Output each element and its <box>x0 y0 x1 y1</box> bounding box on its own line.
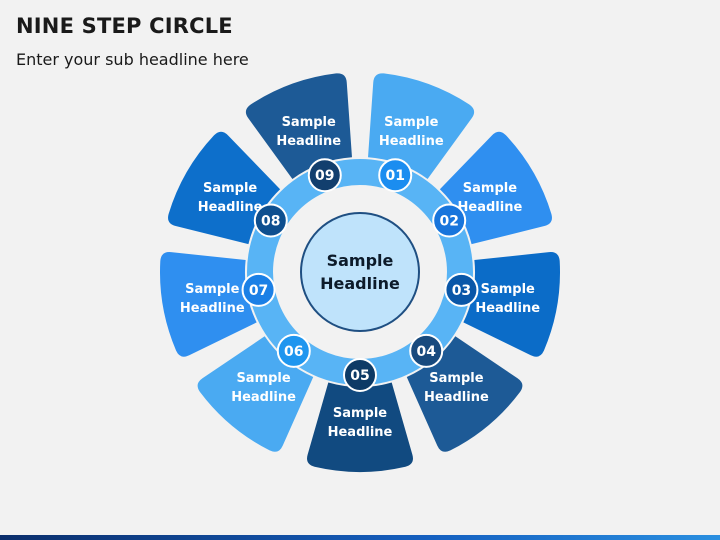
step-label-line1: Sample <box>333 406 387 421</box>
step-label-line2: Headline <box>198 200 263 215</box>
page-title: NINE STEP CIRCLE <box>16 14 233 38</box>
step-segment-shape <box>307 382 413 473</box>
step-badge-06: 06 <box>276 333 311 368</box>
step-badge-05: 05 <box>343 358 377 392</box>
footer-bar <box>0 535 720 540</box>
step-badge-08: 08 <box>253 203 288 238</box>
step-badge-01: 01 <box>378 158 413 193</box>
step-label-line2: Headline <box>379 134 444 149</box>
step-segment-shape <box>463 252 560 357</box>
step-badge-circle <box>276 333 311 368</box>
step-badge-circle <box>444 272 479 307</box>
page-subtitle: Enter your sub headline here <box>16 50 249 69</box>
step-label-line1: Sample <box>185 282 239 297</box>
step-badge-circle <box>253 203 288 238</box>
step-badge-circle <box>378 158 413 193</box>
step-segment-shape <box>168 131 281 245</box>
step-label-line1: Sample <box>463 181 517 196</box>
step-label-line2: Headline <box>424 390 489 405</box>
step-number: 05 <box>350 368 369 384</box>
step-badge-circle <box>409 333 444 368</box>
step-badge-circle <box>241 272 276 307</box>
step-label-line2: Headline <box>231 390 296 405</box>
step-badge-03: 03 <box>444 272 479 307</box>
step-segment-shape <box>197 336 314 452</box>
step-label-line1: Sample <box>236 371 290 386</box>
step-segment-shape <box>368 73 475 179</box>
step-segment-shape <box>159 252 257 357</box>
step-segment-shape <box>245 73 352 179</box>
center-label-line1: Sample <box>327 251 394 270</box>
step-label-line1: Sample <box>384 115 438 130</box>
step-segment-shape <box>406 336 523 452</box>
step-number: 01 <box>385 168 404 184</box>
step-badge-circle <box>307 158 342 193</box>
step-label-line1: Sample <box>203 181 257 196</box>
step-badge-07: 07 <box>241 272 276 307</box>
step-badge-circle <box>432 203 467 238</box>
center-hub: Sample Headline <box>300 212 420 332</box>
step-label-line1: Sample <box>429 371 483 386</box>
step-number: 02 <box>439 214 458 230</box>
step-number: 06 <box>284 344 303 360</box>
step-badge-04: 04 <box>409 333 444 368</box>
step-label-line1: Sample <box>481 282 535 297</box>
step-label-line2: Headline <box>180 301 245 316</box>
step-label-line2: Headline <box>328 425 393 440</box>
step-segment-shape <box>439 131 552 245</box>
step-number: 08 <box>261 214 280 230</box>
step-number: 09 <box>315 168 334 184</box>
step-number: 03 <box>452 283 471 299</box>
step-number: 07 <box>249 283 268 299</box>
center-label-line2: Headline <box>320 274 400 293</box>
step-badge-circle <box>343 358 377 392</box>
center-circle <box>300 212 420 332</box>
step-label-line2: Headline <box>475 301 540 316</box>
step-badge-09: 09 <box>307 158 342 193</box>
step-label-line1: Sample <box>282 115 336 130</box>
step-badge-02: 02 <box>432 203 467 238</box>
step-label-line2: Headline <box>276 134 341 149</box>
badges-group: 01 02 03 04 05 06 07 08 09 <box>241 158 479 392</box>
segments-group: SampleHeadlineSampleHeadlineSampleHeadli… <box>159 73 560 473</box>
step-label-line2: Headline <box>458 200 523 215</box>
step-number: 04 <box>416 344 436 360</box>
